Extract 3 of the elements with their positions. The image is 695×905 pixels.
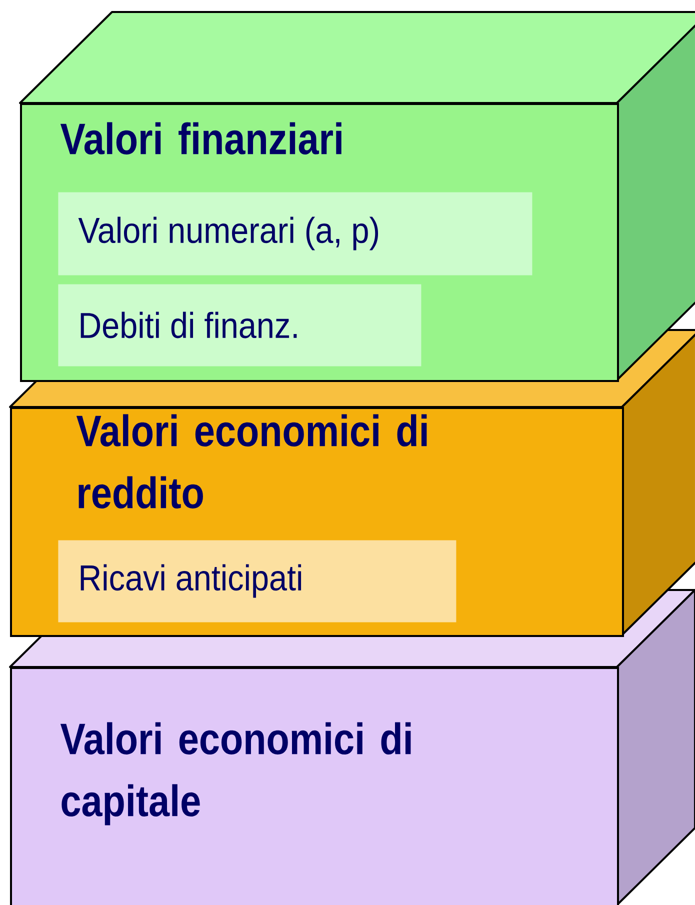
item-box: Valori numerari (a, p) bbox=[58, 192, 532, 276]
item-box: Debiti di finanz. bbox=[58, 284, 422, 366]
item-box: Ricavi anticipati bbox=[58, 540, 456, 622]
